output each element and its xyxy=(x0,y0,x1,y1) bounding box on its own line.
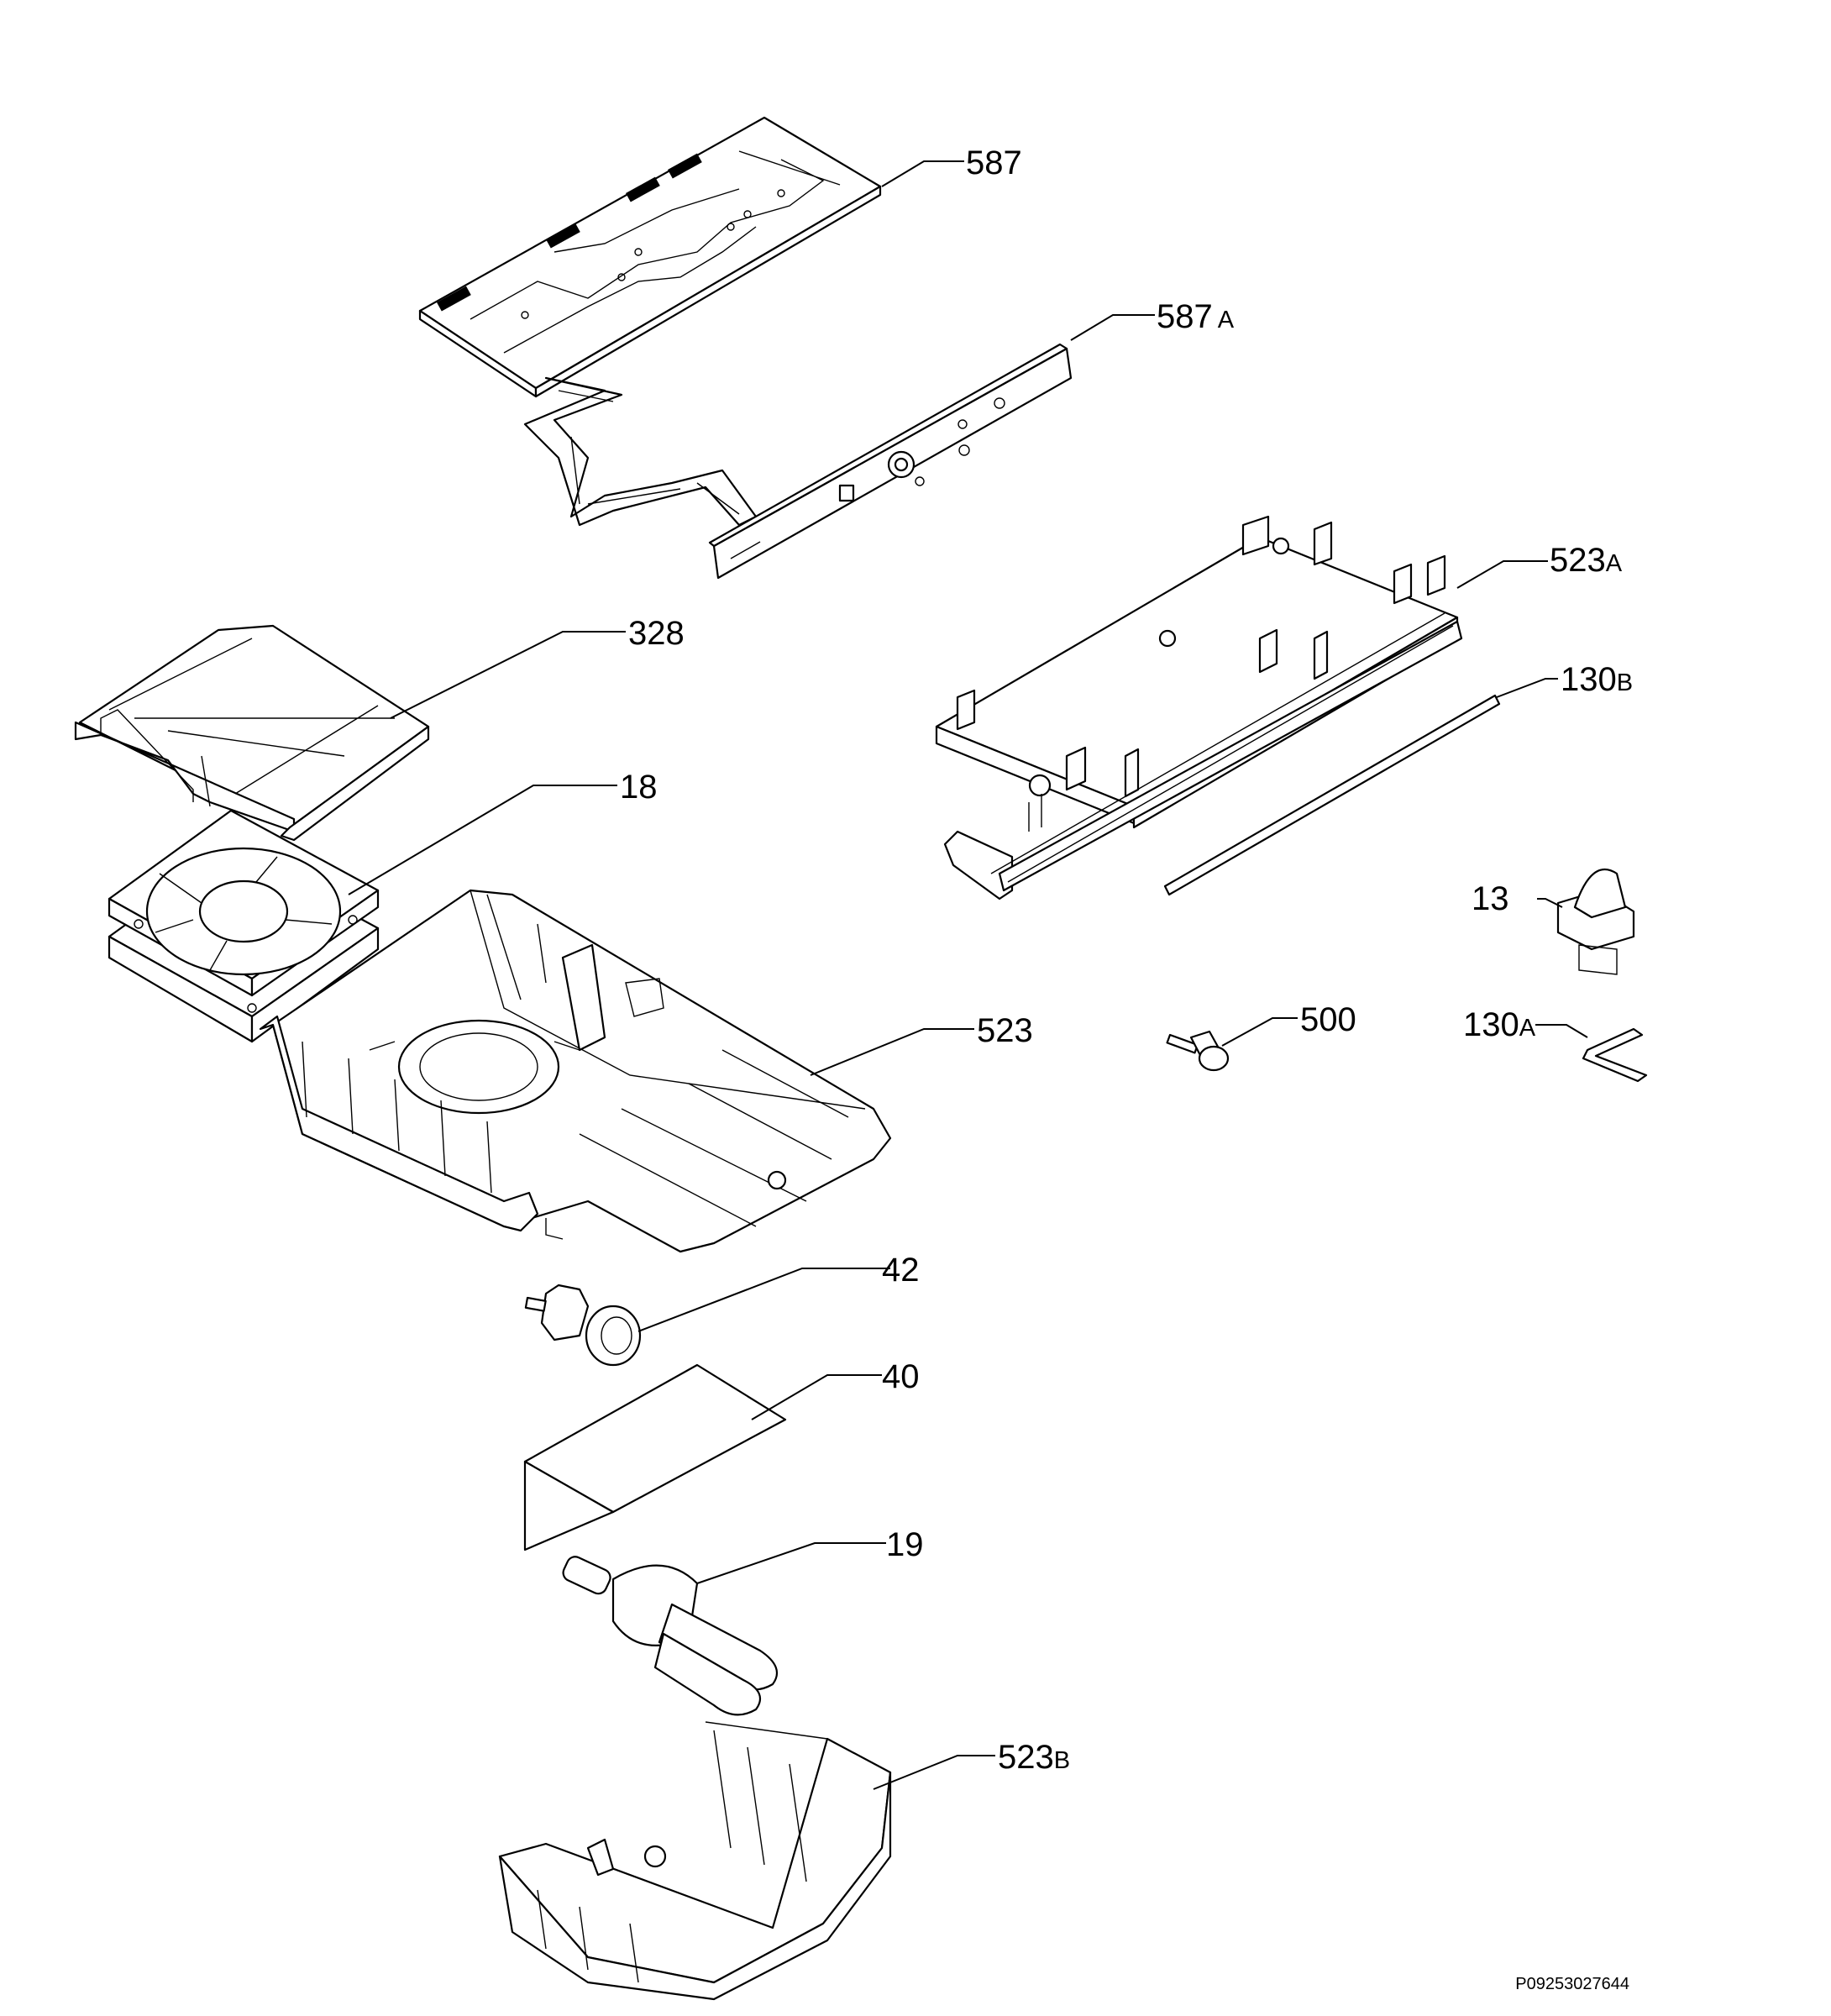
leader-130a xyxy=(1535,1024,1588,1038)
label-523a: 523A xyxy=(1550,542,1623,579)
leader-523b xyxy=(873,1755,995,1790)
label-19: 19 xyxy=(886,1526,924,1563)
leader-40 xyxy=(751,1374,882,1420)
part-523b-cover-drawing xyxy=(498,1721,892,2001)
part-500-knob-drawing xyxy=(1166,1030,1230,1072)
leader-587 xyxy=(881,160,964,187)
part-42-socket-drawing xyxy=(524,1284,642,1367)
leader-587a xyxy=(1070,314,1155,341)
leader-523a xyxy=(1456,560,1548,589)
part-40-plate-drawing xyxy=(523,1363,787,1551)
part-18-fan-drawing xyxy=(108,809,380,1043)
part-130a-bracket-drawing xyxy=(1582,1027,1648,1083)
reference-code: P09253027644 xyxy=(1515,1975,1629,1993)
label-587: 587 xyxy=(966,144,1022,181)
part-130b-rod-drawing xyxy=(1163,694,1501,896)
part-328-cover-drawing xyxy=(74,624,430,842)
part-13-switch-drawing xyxy=(1556,869,1635,975)
part-523a-bracket-drawing xyxy=(935,515,1463,900)
label-130b: 130B xyxy=(1561,661,1633,698)
leader-328 xyxy=(390,631,626,719)
leader-19 xyxy=(696,1542,886,1584)
label-13: 13 xyxy=(1472,880,1509,917)
part-587a-board-drawing xyxy=(708,343,1073,580)
label-40: 40 xyxy=(882,1358,920,1395)
leader-lines xyxy=(348,160,1588,1790)
ribbon-cable-drawing xyxy=(523,376,758,527)
label-500: 500 xyxy=(1300,1001,1356,1038)
part-523-housing-drawing xyxy=(259,889,892,1253)
leader-42 xyxy=(637,1268,890,1332)
leader-18 xyxy=(348,785,617,895)
leader-130b xyxy=(1496,678,1558,698)
leader-13 xyxy=(1537,898,1563,908)
label-523b: 523B xyxy=(998,1739,1070,1776)
leader-523 xyxy=(810,1028,974,1076)
part-587-pcb-drawing xyxy=(418,116,882,398)
part-19-lamp-drawing xyxy=(562,1556,779,1716)
label-18: 18 xyxy=(620,769,658,806)
label-523: 523 xyxy=(977,1012,1033,1049)
label-130a: 130A xyxy=(1463,1006,1536,1043)
label-328: 328 xyxy=(628,615,685,652)
leader-500 xyxy=(1221,1017,1298,1047)
label-42: 42 xyxy=(882,1252,920,1289)
